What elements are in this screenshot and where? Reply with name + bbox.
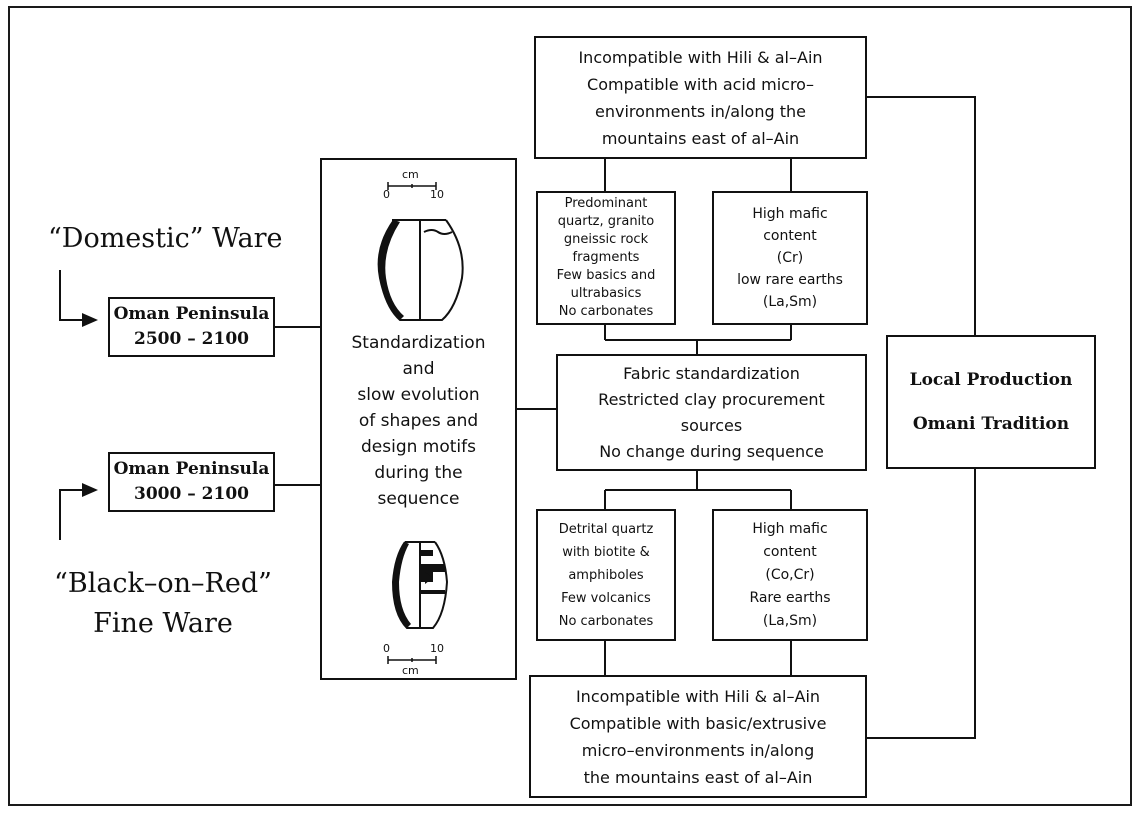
lower-right-line-2: content bbox=[763, 543, 817, 560]
std-line-5: design motifs bbox=[361, 437, 476, 457]
lower-left-line-5: No carbonates bbox=[558, 613, 654, 629]
oman-upper-dates: 2500 – 2100 bbox=[134, 329, 249, 349]
domestic-ware-label: “Domestic” Ware bbox=[48, 223, 283, 254]
bottom-box-line-3: micro–environments in/along bbox=[581, 740, 815, 760]
upper-left-line-3: gneissic rock bbox=[563, 232, 649, 247]
fabric-line-4: No change during sequence bbox=[599, 441, 824, 461]
scale-bottom-bar bbox=[387, 656, 437, 664]
lower-left-line-2: with biotite & bbox=[562, 544, 650, 560]
black-on-red-arrowhead bbox=[82, 483, 98, 497]
upper-right-line-3: (Cr) bbox=[776, 250, 804, 266]
scale-top-bar bbox=[387, 182, 437, 190]
std-line-4: of shapes and bbox=[358, 411, 479, 431]
bottom-box-line-2: Compatible with basic/extrusive bbox=[569, 713, 827, 733]
oman-lower-title: Oman Peninsula bbox=[113, 459, 270, 479]
lower-left-line-4: Few volcanics bbox=[561, 590, 651, 606]
domestic-arrowhead bbox=[82, 313, 98, 327]
oman-peninsula-lower-box: Oman Peninsula 3000 – 2100 bbox=[108, 452, 275, 512]
local-production-box: Local Production Omani Tradition bbox=[886, 335, 1096, 469]
std-line-6: during the bbox=[374, 463, 463, 483]
std-line-3: slow evolution bbox=[357, 385, 480, 405]
lower-left-line-3: amphiboles bbox=[568, 567, 644, 583]
upper-left-line-7: No carbonates bbox=[558, 304, 654, 319]
upper-right-line-2: content bbox=[763, 228, 817, 244]
upper-right-line-1: High mafic bbox=[752, 206, 828, 222]
fabric-line-2: Restricted clay procurement bbox=[598, 389, 825, 409]
std-line-7: sequence bbox=[377, 489, 460, 509]
lower-right-line-5: (La,Sm) bbox=[762, 612, 818, 629]
upper-left-line-5: Few basics and bbox=[556, 268, 656, 283]
upper-left-line-2: quartz, granito bbox=[557, 214, 655, 229]
scale-top-unit: cm bbox=[402, 168, 419, 181]
top-box-line-4: mountains east of al–Ain bbox=[601, 128, 800, 148]
bottom-compatibility-box: Incompatible with Hili & al–Ain Compatib… bbox=[529, 675, 867, 798]
lower-right-line-4: Rare earths bbox=[749, 589, 831, 606]
scale-top-min: 0 bbox=[383, 188, 390, 201]
upper-left-line-6: ultrabasics bbox=[570, 286, 642, 301]
fine-ware-jar-drawing bbox=[391, 541, 449, 629]
scale-top-max: 10 bbox=[430, 188, 444, 201]
scale-bottom-max: 10 bbox=[430, 642, 444, 655]
top-box-line-3: environments in/along the bbox=[595, 101, 806, 121]
bottom-box-line-4: the mountains east of al–Ain bbox=[583, 767, 813, 787]
fabric-line-1: Fabric standardization bbox=[623, 363, 800, 383]
fabric-line-3: sources bbox=[680, 415, 743, 435]
black-on-red-label: “Black–on–Red” Fine Ware bbox=[48, 564, 278, 644]
lower-left-line-1: Detrital quartz bbox=[558, 521, 654, 537]
upper-right-mafic-box: High mafic content (Cr) low rare earths … bbox=[712, 191, 868, 325]
omani-tradition-title: Omani Tradition bbox=[912, 414, 1070, 434]
scale-bottom-unit: cm bbox=[402, 664, 419, 677]
scale-bar-top: cm 0 10 bbox=[378, 168, 458, 201]
scale-bottom-min: 0 bbox=[383, 642, 390, 655]
std-line-1: Standardization bbox=[351, 333, 486, 353]
domestic-arrow-line bbox=[59, 270, 82, 321]
black-on-red-label-line1: “Black–on–Red” bbox=[54, 568, 272, 599]
domestic-jar-drawing bbox=[377, 219, 464, 321]
oman-lower-dates: 3000 – 2100 bbox=[134, 484, 249, 504]
upper-left-line-1: Predominant bbox=[564, 196, 648, 211]
lower-right-mafic-box: High mafic content (Co,Cr) Rare earths (… bbox=[712, 509, 868, 641]
local-production-title: Local Production bbox=[909, 370, 1073, 390]
top-compatibility-box: Incompatible with Hili & al–Ain Compatib… bbox=[534, 36, 867, 159]
top-box-line-2: Compatible with acid micro– bbox=[587, 74, 814, 94]
top-to-local-production-line bbox=[866, 96, 976, 336]
black-on-red-arrow-line bbox=[59, 489, 82, 540]
upper-right-line-5: (La,Sm) bbox=[762, 294, 818, 310]
std-line-2: and bbox=[402, 359, 435, 379]
fabric-standardization-box: Fabric standardization Restricted clay p… bbox=[556, 354, 867, 471]
upper-right-line-4: low rare earths bbox=[737, 272, 843, 288]
oman-peninsula-upper-box: Oman Peninsula 2500 – 2100 bbox=[108, 297, 275, 357]
top-box-line-1: Incompatible with Hili & al–Ain bbox=[578, 47, 823, 67]
black-on-red-label-line2: Fine Ware bbox=[93, 608, 233, 639]
oman-upper-title: Oman Peninsula bbox=[113, 304, 270, 324]
upper-left-line-4: fragments bbox=[572, 250, 640, 265]
bottom-to-local-production-line bbox=[866, 469, 976, 739]
bottom-box-line-1: Incompatible with Hili & al–Ain bbox=[575, 686, 821, 706]
lower-right-line-1: High mafic bbox=[752, 520, 828, 537]
lower-left-mineral-box: Detrital quartz with biotite & amphibole… bbox=[536, 509, 676, 641]
lower-right-line-3: (Co,Cr) bbox=[765, 566, 815, 583]
standardization-text: Standardization and slow evolution of sh… bbox=[322, 330, 515, 512]
scale-bar-bottom: 0 10 cm bbox=[378, 642, 458, 677]
standardization-box: cm 0 10 Standardization and slow evoluti… bbox=[320, 158, 517, 680]
upper-left-mineral-box: Predominant quartz, granito gneissic roc… bbox=[536, 191, 676, 325]
